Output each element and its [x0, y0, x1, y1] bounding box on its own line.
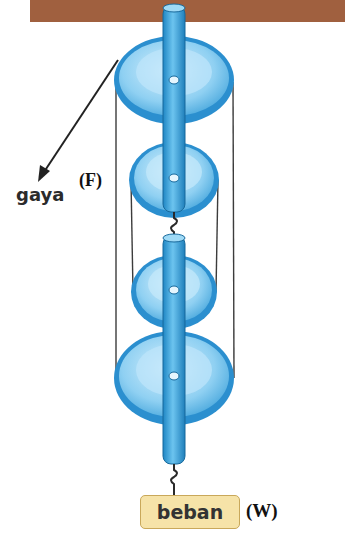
load-symbol: (W): [246, 500, 278, 522]
ceiling: [30, 0, 345, 22]
force-word: gaya: [16, 184, 64, 205]
force-arrow: [38, 60, 118, 182]
load-box: beban: [140, 495, 240, 529]
load-label: beban: [157, 501, 223, 523]
upper-pulley-block: [114, 4, 234, 237]
force-symbol: (F): [79, 170, 102, 191]
lower-pulley-block: [114, 234, 234, 496]
